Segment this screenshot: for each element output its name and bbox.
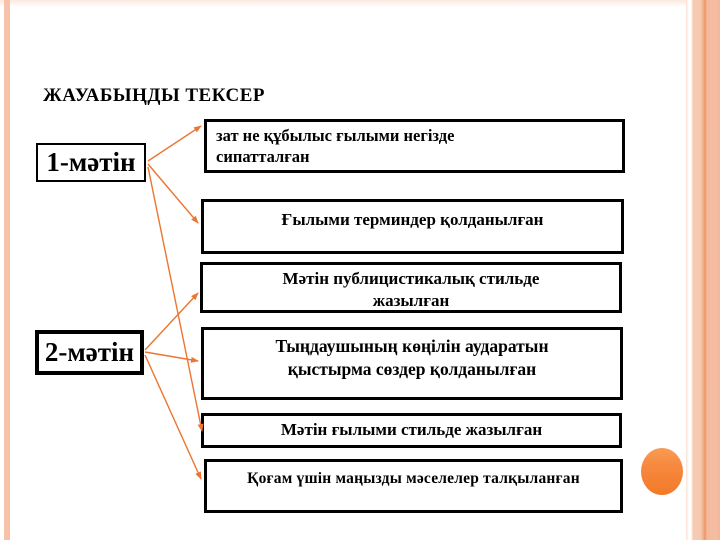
- feature-box-3-line-1: Мәтін публицистикалық стильде: [282, 269, 540, 288]
- left-border-stripe: [4, 0, 10, 540]
- feature-box-1-line-2: сипатталған: [216, 147, 310, 167]
- connector-text1-feature1: [147, 125, 202, 162]
- connector-text2-feature6: [144, 354, 202, 480]
- feature-box-social-issues: Қоғам үшін маңызды мәселелер талқыланған: [204, 459, 623, 513]
- connector-text2-feature4: [144, 351, 199, 363]
- feature-box-parenthetical-words: Тыңдаушының көңілін аударатын қыстырма с…: [201, 327, 623, 400]
- top-edge-fade: [0, 0, 720, 7]
- feature-box-6-line-1: Қоғам үшін маңызды мәселелер талқыланған: [247, 470, 580, 487]
- feature-box-2-line-1: Ғылыми терминдер қолданылған: [281, 210, 544, 229]
- source-box-text2: 2-мәтін: [35, 330, 144, 375]
- feature-box-5-line-1: Мәтін ғылыми стильде жазылған: [280, 420, 543, 439]
- feature-box-publicistic-style: Мәтін публицистикалық стильде жазылған: [200, 262, 622, 313]
- connector-text1-feature2: [147, 163, 199, 224]
- feature-box-4-line-1: Тыңдаушының көңілін аударатын: [275, 336, 549, 356]
- feature-box-3-line-2: жазылған: [372, 291, 450, 311]
- connector-text2-feature3: [144, 292, 199, 351]
- slide-title: ЖАУАБЫҢДЫ ТЕКСЕР: [43, 85, 266, 106]
- feature-box-4-line-2: қыстырма сөздер қолданылған: [287, 358, 537, 379]
- feature-box-scientific-style: Мәтін ғылыми стильде жазылған: [201, 413, 622, 448]
- source-box-text2-label: 2-мәтін: [44, 337, 135, 367]
- accent-circle-decoration: [641, 448, 683, 495]
- source-box-text1: 1-мәтін: [36, 143, 146, 182]
- feature-box-scientific-description: зат не құбылыс ғылыми негізде сипатталға…: [204, 119, 625, 173]
- feature-box-1-line-1: зат не құбылыс ғылыми негізде: [216, 126, 455, 145]
- source-box-text1-label: 1-мәтін: [46, 147, 136, 177]
- right-border-stripes: [686, 0, 720, 540]
- connector-text1-feature5: [147, 166, 204, 432]
- feature-box-scientific-terms: Ғылыми терминдер қолданылған: [201, 199, 624, 254]
